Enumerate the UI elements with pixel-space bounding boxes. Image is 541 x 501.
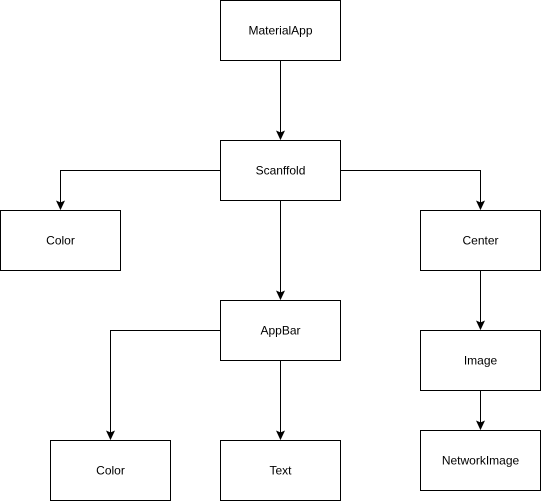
node-color: Color <box>0 210 121 271</box>
node-appbar: AppBar <box>220 300 341 361</box>
node-center: Center <box>420 210 541 271</box>
edge-appbar-to-color <box>105 330 221 441</box>
node-image-label: Image <box>464 354 498 368</box>
node-scanffold-label: Scanffold <box>256 164 306 178</box>
edges <box>55 60 486 441</box>
edge-materialapp-to-scanffold <box>275 60 286 141</box>
node-materialapp: MaterialApp <box>220 0 341 61</box>
edge-scanffold-to-center <box>340 170 486 211</box>
node-color-label: Color <box>46 234 75 248</box>
node-networkimage-label: NetworkImage <box>442 454 520 468</box>
node-text-label: Text <box>269 464 292 478</box>
node-appbar-label: AppBar <box>260 324 300 338</box>
node-image: Image <box>420 330 541 391</box>
edge-scanffold-to-color <box>55 170 221 211</box>
edge-image-to-networkimage <box>475 390 486 431</box>
node-center-label: Center <box>462 234 498 248</box>
edge-scanffold-to-appbar <box>275 200 286 301</box>
edge-appbar-to-text <box>275 360 286 441</box>
node-color-appbar: Color <box>50 440 171 501</box>
node-networkimage: NetworkImage <box>420 430 541 491</box>
node-color-appbar-label: Color <box>96 464 125 478</box>
node-scanffold: Scanffold <box>220 140 341 201</box>
node-materialapp-label: MaterialApp <box>248 24 312 38</box>
edge-center-to-image <box>475 270 486 331</box>
node-text: Text <box>220 440 341 501</box>
